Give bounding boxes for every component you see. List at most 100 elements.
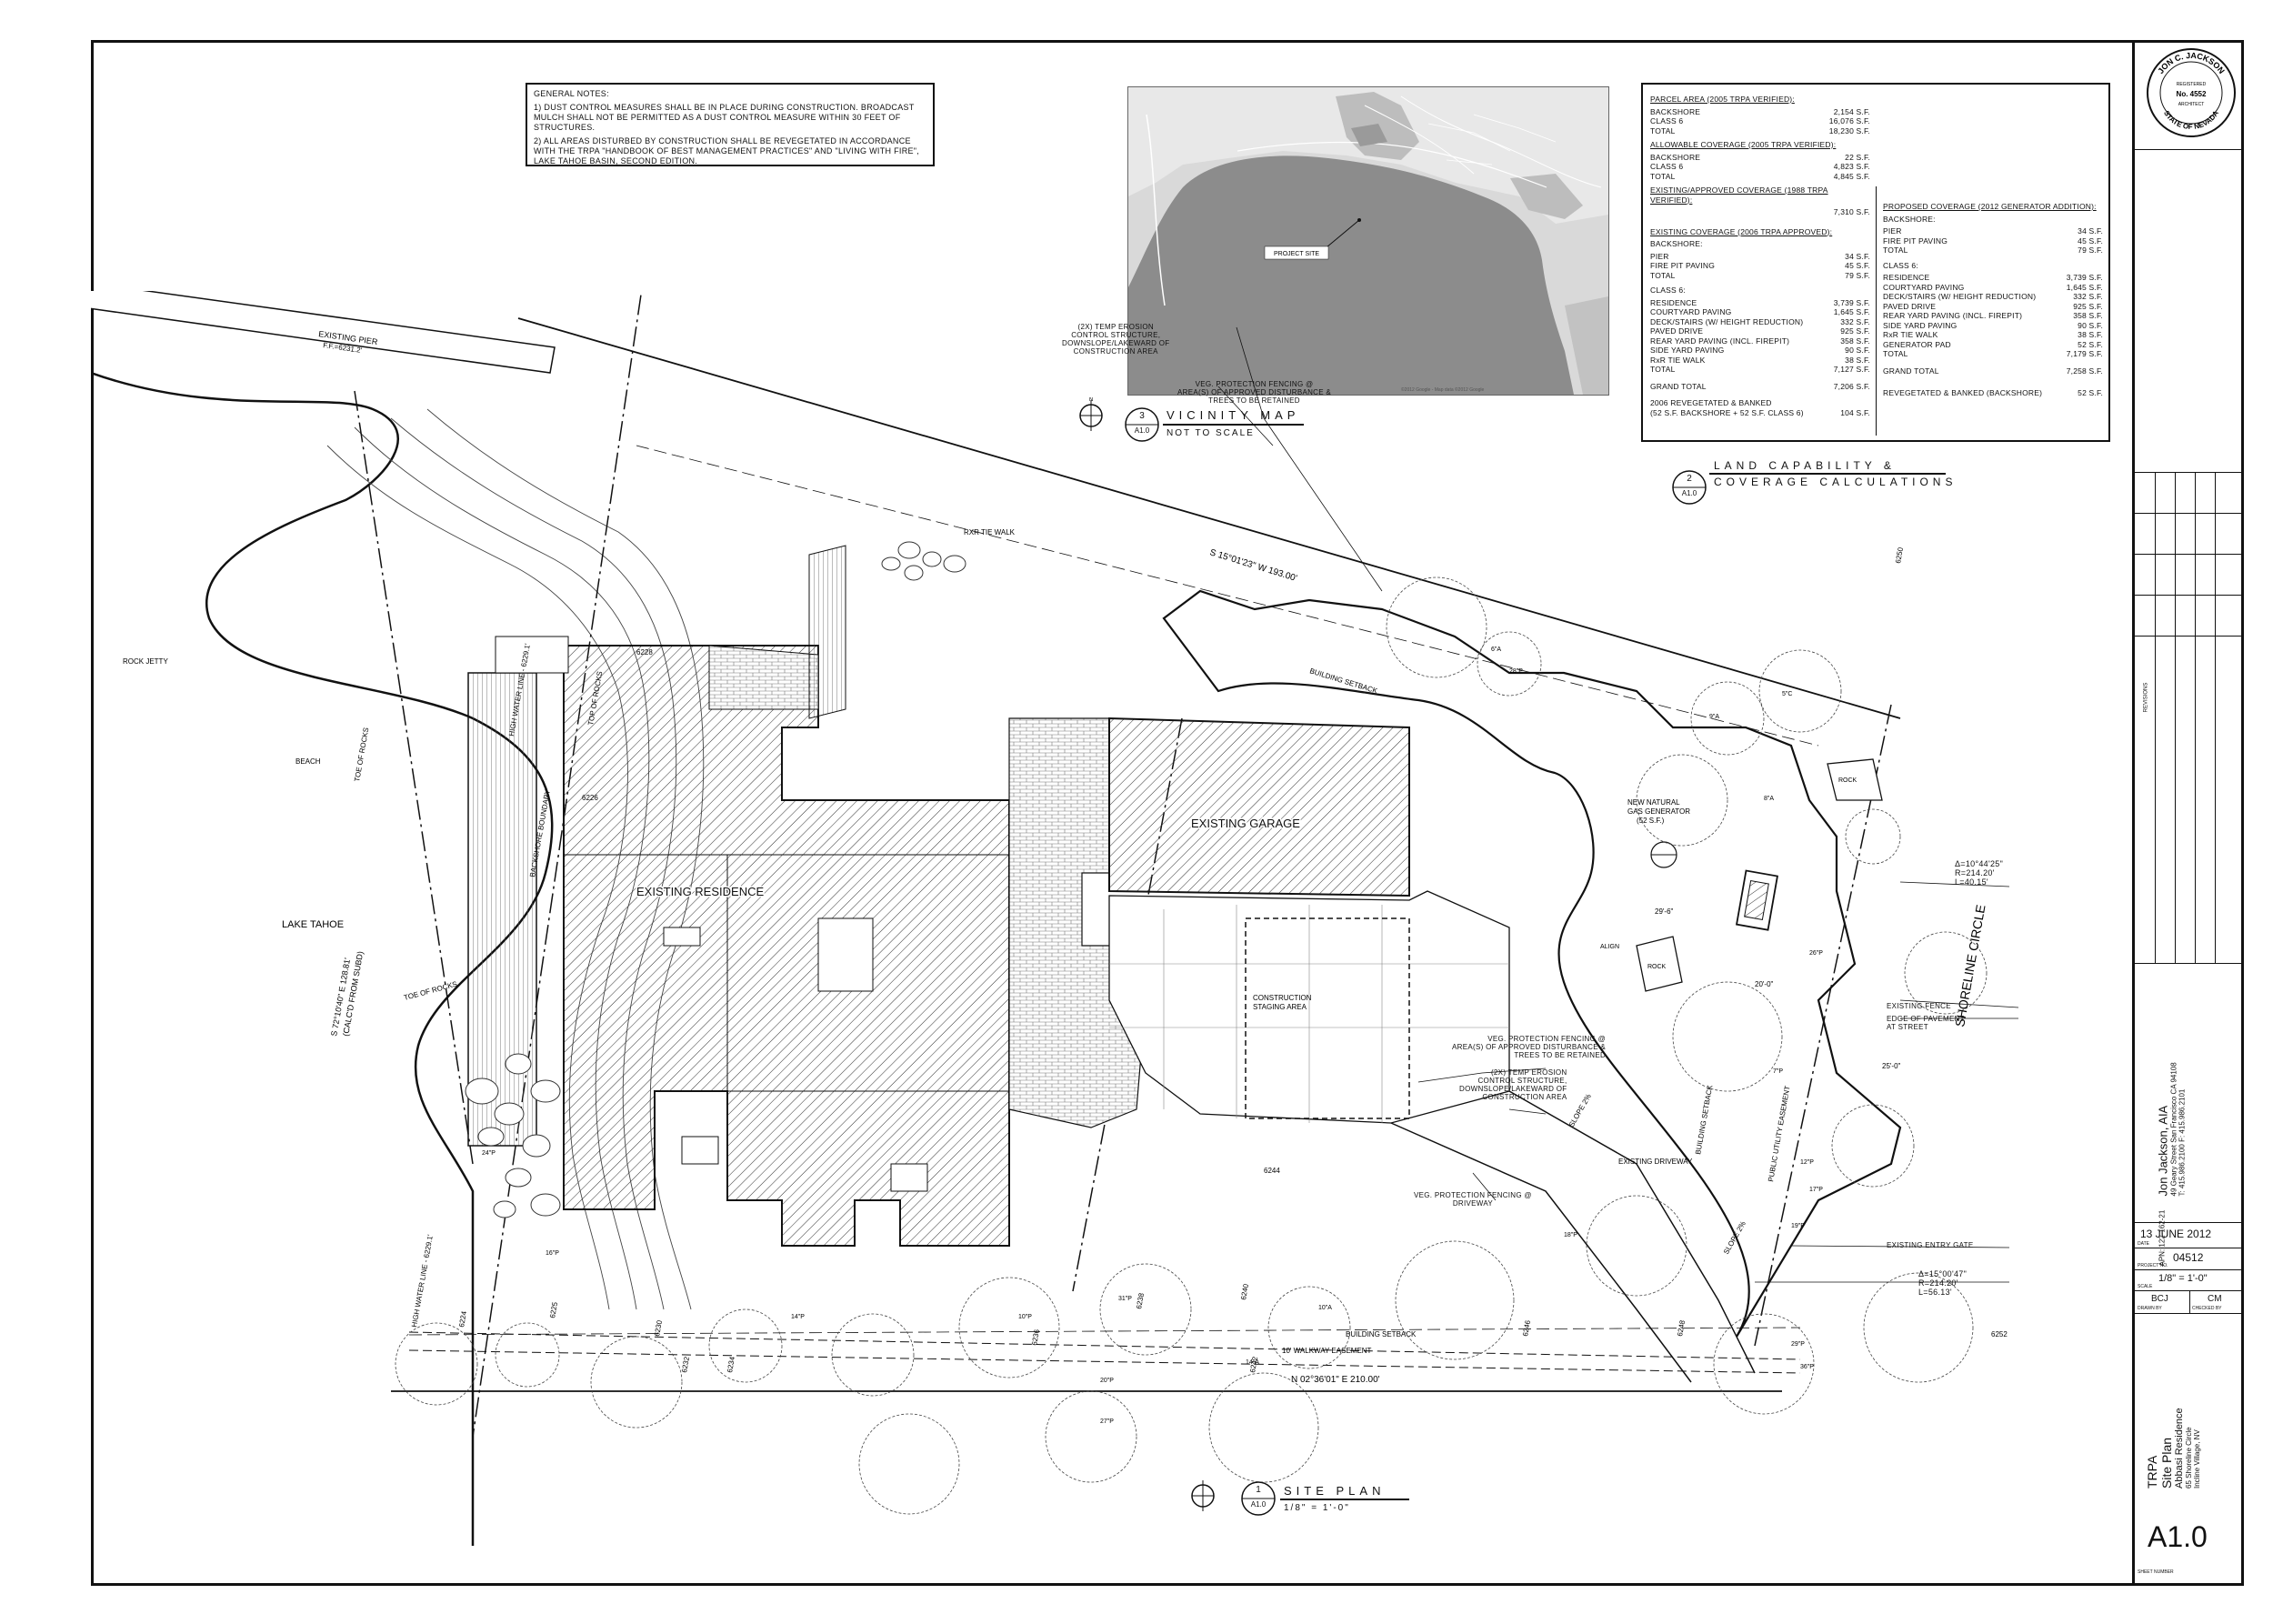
existing-class6-label: DECK/STAIRS (W/ HEIGHT REDUCTION) — [1650, 316, 1804, 326]
calc-title-underline — [1709, 473, 1946, 475]
proposed-banked-value: 52 S.F. — [2078, 388, 2103, 397]
map-copyright: ©2012 Google - Map data ©2012 Google — [1401, 386, 1485, 393]
calc-title-line2: COVERAGE CALCULATIONS — [1714, 476, 1958, 488]
walkway-easement-label: 10' WALKWAY EASEMENT — [1282, 1347, 1372, 1355]
parcel-value: 2,154 S.F. — [1833, 106, 1870, 116]
title-block: JON C. JACKSON STATE OF NEVADA REGISTERE… — [2132, 40, 2244, 1586]
vegetation-protection-fencing — [1162, 589, 1902, 1338]
svg-text:6224: 6224 — [457, 1310, 468, 1328]
existing-backshore-value: 34 S.F. — [1845, 251, 1870, 261]
existing-garage-label: EXISTING GARAGE — [1191, 817, 1300, 830]
boulders — [465, 541, 966, 1218]
svg-text:6226: 6226 — [582, 794, 598, 802]
existing-backshore-value: 45 S.F. — [1845, 261, 1870, 270]
south-bearing: N 02°36'01" E 210.00' — [1291, 1375, 1380, 1385]
svg-text:16"P: 16"P — [546, 1250, 559, 1257]
svg-text:6230: 6230 — [653, 1319, 664, 1338]
svg-text:27"P: 27"P — [1100, 1418, 1114, 1425]
veg-fencing-callout-drive: VEG. PROTECTION FENCING @ DRIVEWAY — [1414, 1191, 1532, 1208]
curve-1-data: Δ=10°44'25" R=214.20' L=40.15' — [1955, 859, 2004, 887]
sheet-ref: A1.0 — [1134, 426, 1150, 435]
generator-label-1: NEW NATURAL — [1627, 798, 1680, 807]
svg-text:26"P: 26"P — [1809, 950, 1823, 957]
existing-fence-label: EXISTING FENCE — [1887, 1002, 1951, 1010]
svg-text:20"P: 20"P — [1100, 1378, 1114, 1384]
proposed-backshore-label: TOTAL — [1883, 246, 1908, 255]
veg-fencing-callout-top: VEG. PROTECTION FENCING @ AREA(S) OF APP… — [1177, 380, 1332, 405]
rxr-tie-walk-label: RXR TIE WALK — [964, 528, 1016, 536]
proposed-class6-label: GENERATOR PAD — [1883, 339, 1951, 349]
existing-approved-heading: EXISTING/APPROVED COVERAGE (1988 TRPA VE… — [1650, 185, 1828, 205]
existing-garage: EXISTING GARAGE — [1108, 717, 1410, 897]
checked-by: CM — [2208, 1294, 2222, 1304]
parcel-area-heading: PARCEL AREA (2005 TRPA VERIFIED): — [1650, 95, 1795, 104]
walkway-easement-line — [408, 1331, 1801, 1360]
svg-text:7"P: 7"P — [1773, 1068, 1783, 1075]
rock-label-2: ROCK — [1838, 777, 1857, 784]
allowable-heading: ALLOWABLE COVERAGE (2005 TRPA VERIFIED): — [1650, 140, 1837, 149]
existing-driveway: CONSTRUCTION STAGING AREA EXISTING DRIVE… — [1108, 890, 1756, 1383]
general-note-2: 2) ALL AREAS DISTURBED BY CONSTRUCTION S… — [534, 136, 920, 165]
svg-text:10"A: 10"A — [1318, 1305, 1332, 1311]
svg-text:18"P: 18"P — [1564, 1232, 1577, 1238]
svg-text:28"P: 28"P — [1509, 668, 1523, 675]
svg-text:8"A: 8"A — [1764, 796, 1774, 802]
proposed-class6-label: SIDE YARD PAVING — [1883, 320, 1958, 330]
parcel-value: 16,076 S.F. — [1828, 116, 1870, 125]
sheet-number-label: SHEET NUMBER — [2138, 1569, 2174, 1575]
project-title-2: Site Plan — [2159, 1437, 2174, 1489]
existing-class6-row: REAR YARD PAVING (INCL. FIREPIT)358 S.F. — [1650, 336, 1870, 346]
title-underline — [1163, 424, 1304, 426]
project-number-label: PROJECT NO. — [2138, 1263, 2168, 1268]
proposed-class6-row: GENERATOR PAD 52 S.F. — [1883, 340, 2103, 350]
existing-residence-label: EXISTING RESIDENCE — [636, 885, 764, 898]
proposed-class6-label: TOTAL — [1883, 349, 1908, 358]
generator-label-3: (52 S.F.) — [1637, 817, 1665, 825]
shoreline — [91, 371, 554, 1546]
allowable-value: 4,845 S.F. — [1833, 171, 1870, 181]
calc-right-column: PROPOSED COVERAGE (2012 GENERATOR ADDITI… — [1883, 197, 2103, 398]
building-setback-north — [636, 445, 1819, 747]
svg-text:14"P: 14"P — [791, 1314, 805, 1320]
coverage-calculations-table: PARCEL AREA (2005 TRPA VERIFIED): BACKSH… — [1641, 83, 2110, 442]
proposed-class6-label: DECK/STAIRS (W/ HEIGHT REDUCTION) — [1883, 292, 2037, 301]
proposed-class6-label: RxR TIE WALK — [1883, 330, 1938, 339]
drawing-scale: 1/8" = 1'-0" — [2158, 1273, 2208, 1284]
svg-text:6242: 6242 — [1248, 1356, 1259, 1374]
drawing-border — [91, 40, 2244, 1586]
existing-class6-row: DECK/STAIRS (W/ HEIGHT REDUCTION)332 S.F… — [1650, 317, 1870, 327]
proposed-backshore-value: 79 S.F. — [2078, 246, 2103, 255]
temp-erosion-callout-mid: (2X) TEMP EROSION CONTROL STRUCTURE, DOW… — [1459, 1068, 1567, 1101]
lake-tahoe-label: LAKE TAHOE — [282, 919, 344, 930]
svg-text:12"P: 12"P — [1800, 1159, 1814, 1166]
north-property-line — [517, 317, 1901, 719]
detail-number: 1 — [1256, 1485, 1261, 1495]
existing-class6-value: 3,739 S.F. — [1833, 297, 1870, 307]
proposed-class6-value: 332 S.F. — [2073, 292, 2103, 301]
scale-label: SCALE — [2138, 1284, 2153, 1289]
project-site-label: PROJECT SITE — [1274, 251, 1319, 257]
building-setback-south — [408, 1327, 1801, 1336]
backshore-label: BACKSHORE: — [1650, 239, 1703, 248]
proposed-backshore-label: PIER — [1883, 226, 1902, 236]
svg-text:6228: 6228 — [636, 648, 653, 657]
proposed-class6-value: 52 S.F. — [2078, 339, 2103, 349]
proposed-class6-label: REAR YARD PAVING (INCL. FIREPIT) — [1883, 311, 2023, 320]
slope-label-2: SLOPE 2% — [1722, 1219, 1747, 1256]
proposed-grand-total-label: GRAND TOTAL — [1883, 366, 1939, 376]
svg-text:31"P: 31"P — [1118, 1296, 1132, 1302]
general-notes: GENERAL NOTES: 1) DUST CONTROL MEASURES … — [526, 83, 935, 166]
stamp-number: No. 4552 — [2177, 90, 2207, 98]
firm-address: 49 Geary Street San Francisco CA 94108 — [2169, 1062, 2178, 1197]
svg-text:10"P: 10"P — [1018, 1314, 1032, 1320]
